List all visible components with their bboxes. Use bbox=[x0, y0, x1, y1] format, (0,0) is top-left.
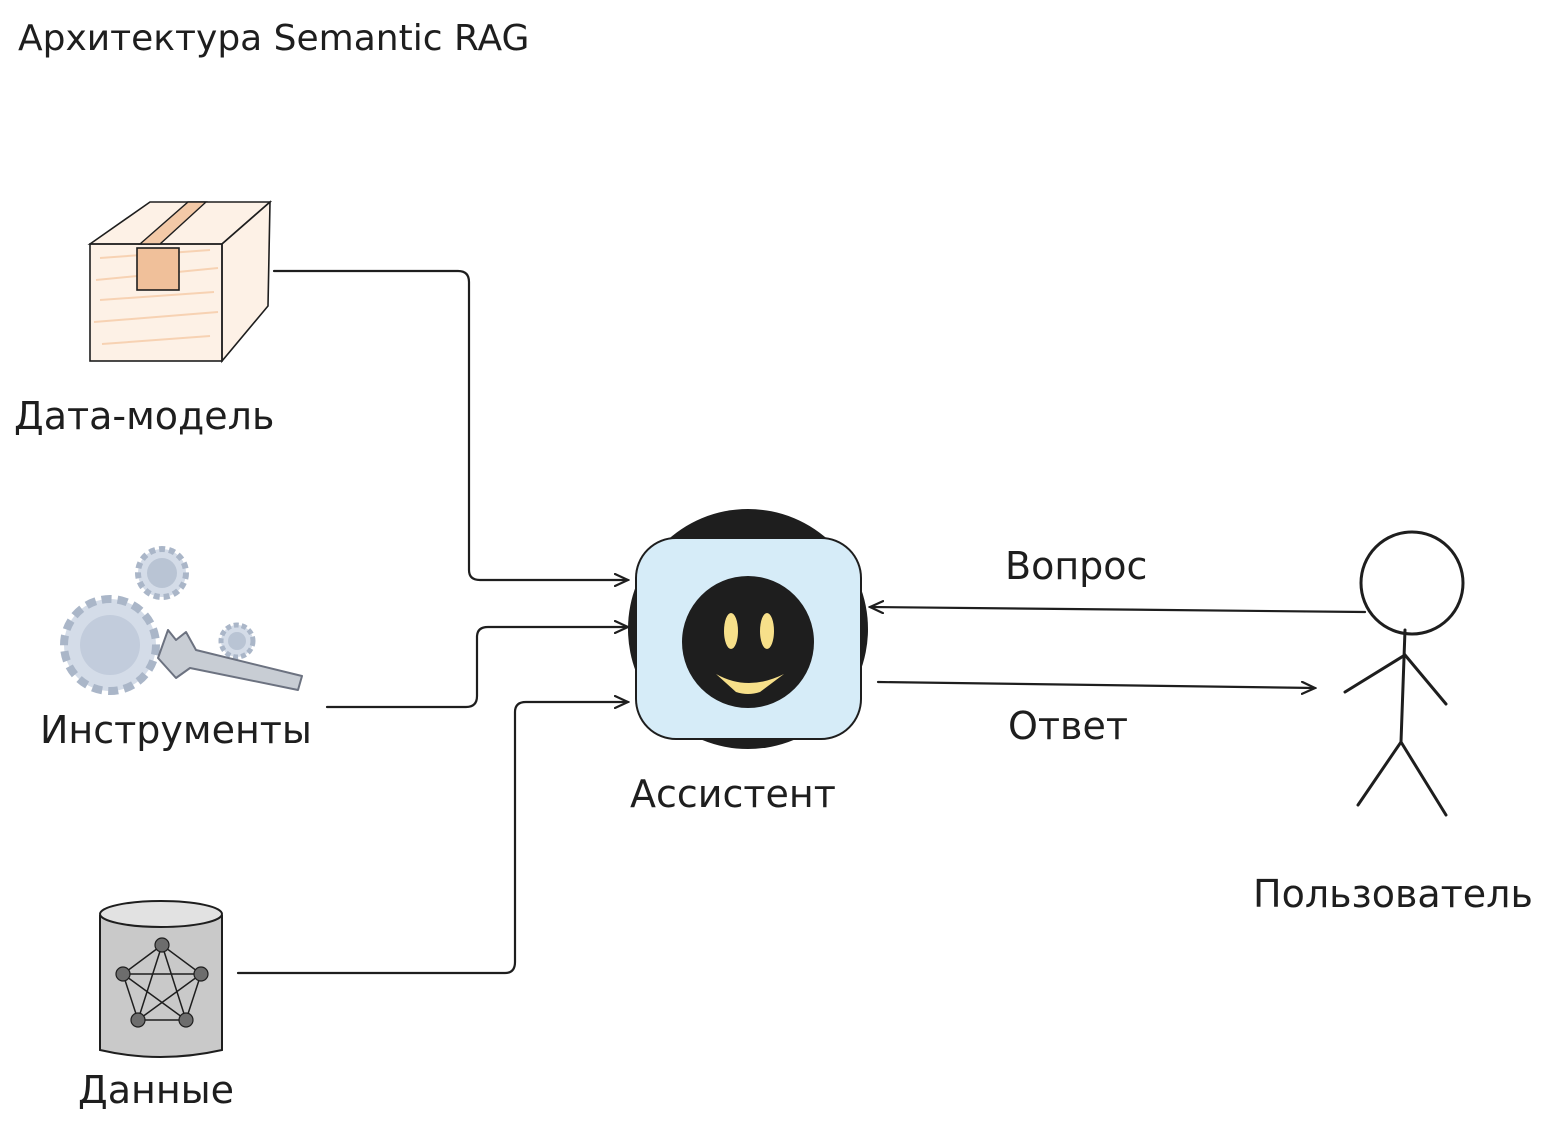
stick-figure-icon bbox=[1343, 530, 1465, 817]
database-graph-icon bbox=[99, 900, 223, 1058]
edge-answer bbox=[876, 682, 1315, 688]
gears-wrench-icon bbox=[60, 546, 303, 695]
node-label-assistant: Ассистент bbox=[630, 772, 836, 816]
node-label-user: Пользователь bbox=[1253, 872, 1533, 916]
node-label-data-model: Дата-модель bbox=[14, 394, 275, 438]
edge-datamodel-assistant bbox=[272, 269, 628, 580]
diagram-title: Архитектура Semantic RAG bbox=[18, 18, 530, 59]
box-icon bbox=[87, 200, 273, 364]
edge-data-assistant bbox=[236, 702, 628, 975]
node-label-data: Данные bbox=[78, 1068, 235, 1112]
edge-question bbox=[870, 607, 1367, 612]
edge-tools-assistant bbox=[325, 627, 628, 709]
robot-face-icon bbox=[628, 509, 868, 749]
node-label-tools: Инструменты bbox=[40, 708, 312, 752]
edge-label-question: Вопрос bbox=[1005, 544, 1148, 588]
connectors bbox=[236, 269, 1367, 975]
edge-label-answer: Ответ bbox=[1008, 704, 1128, 748]
